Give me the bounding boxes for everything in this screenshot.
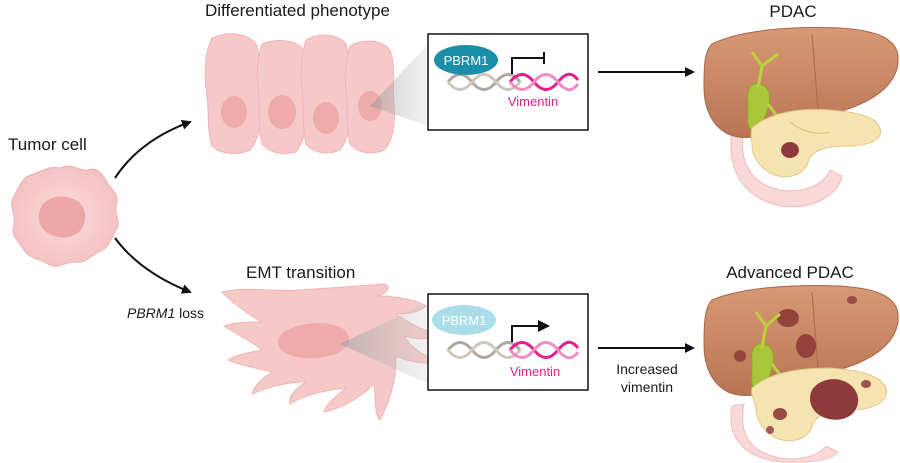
pdac-organs [703,27,899,208]
tumor-cell-label: Tumor cell [8,135,87,154]
arrow-to-differentiated [114,120,192,179]
detail-box-bottom: PBRM1 Vimentin [427,293,589,391]
zoom-cone-top [370,44,428,126]
vimentin-label-bottom: Vimentin [510,364,560,379]
detail-box-top: PBRM1 Vimentin [427,33,589,131]
active-promoter-icon [511,325,540,342]
pdac-tumor [781,142,799,158]
mesenchymal-cell [220,283,439,421]
repressed-promoter-icon [511,52,545,74]
differentiated-phenotype-label: Differentiated phenotype [205,1,390,20]
vimentin-label-top: Vimentin [508,94,558,109]
tumor-cell: Tumor cell [8,135,119,267]
advanced-pdac-tumor [810,379,859,420]
pbrm1-label-bottom: PBRM1 [442,313,487,328]
arrow-to-emt [114,237,192,294]
increased-vimentin-line1: Increased [616,361,677,377]
pbrm1-label-top: PBRM1 [444,53,489,68]
pbrm1-protein-bottom [432,305,496,335]
emt-transition-label: EMT transition [246,263,355,282]
pdac-label: PDAC [769,2,816,21]
zoom-cone-bottom [340,302,428,384]
advanced-pdac-label: Advanced PDAC [726,263,854,282]
differentiated-cells [204,33,395,155]
pbrm1-protein-top [434,45,498,75]
increased-vimentin-line2: vimentin [621,379,673,395]
advanced-pdac-organs [703,285,899,463]
pbrm1-loss-label: PBRM1 loss [127,305,204,321]
